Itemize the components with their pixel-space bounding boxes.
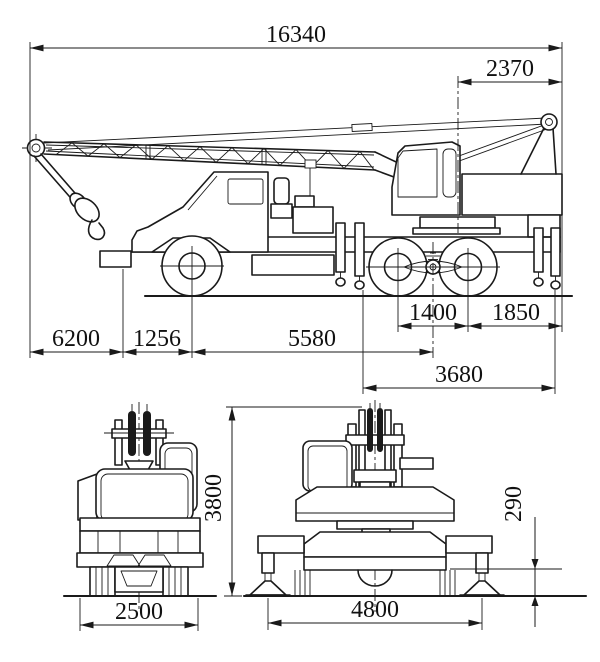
front-boom-head (104, 404, 174, 466)
dim-outrigger-base: 3680 (435, 362, 483, 388)
dim-rear-axle-to-outrigger: 1850 (492, 300, 540, 326)
front-body-band (79, 517, 201, 532)
door-window (227, 178, 264, 205)
winch-box (292, 206, 334, 234)
carrier-band (303, 556, 447, 571)
rear-ledge (399, 457, 434, 470)
outrigger-right (445, 535, 505, 596)
front-view: 2500 3800 (62, 402, 362, 631)
side-view-dimensions: 16340 2370 1400 1850 6200 1256 5580 3680 (29, 22, 563, 394)
boom-tip-sheave (26, 138, 46, 158)
carrier-hull (303, 531, 447, 558)
turntable (419, 216, 496, 229)
front-bumper-band (76, 552, 204, 568)
superstructure (391, 113, 563, 238)
dim-overall-height: 3800 (201, 474, 227, 522)
hook (87, 219, 106, 241)
dim-wheelbase: 5580 (288, 326, 336, 352)
rear-wheels (294, 569, 456, 595)
gantry (520, 113, 558, 175)
side-view: 16340 2370 1400 1850 6200 1256 5580 3680 (22, 22, 574, 394)
gantry-sheave-left (367, 408, 373, 452)
front-cab (95, 468, 194, 522)
dim-overall-width: 2500 (115, 599, 163, 625)
operator-cab-side-window (442, 148, 457, 198)
dim-ground-clearance: 290 (501, 486, 527, 522)
front-view-dimensions: 2500 3800 (79, 406, 362, 631)
gantry-sheave-right (377, 408, 383, 452)
pendant-turnbuckle (351, 123, 373, 132)
rear-outrigger (533, 227, 561, 290)
operator-cab (391, 141, 461, 216)
exhaust-stack (273, 177, 290, 205)
hook-block (33, 153, 106, 241)
boom-top-chord (43, 141, 376, 153)
head-sheave-left (128, 411, 136, 456)
rear-machinery-body (295, 486, 455, 522)
dim-overall-length: 16340 (266, 22, 326, 48)
rear-view: 4800 290 (242, 400, 588, 630)
counterweight-housing (461, 173, 563, 216)
dim-tandem-axle-spacing: 1400 (409, 300, 457, 326)
dim-outrigger-spread: 4800 (351, 597, 399, 623)
axle-arch (357, 569, 393, 587)
rear-turntable (336, 520, 414, 530)
fuel-tank (251, 254, 335, 276)
dim-tail-radius: 2370 (486, 56, 534, 82)
front-wheels (89, 566, 189, 597)
operator-cab-windshield (397, 148, 438, 198)
gantry-sheave (540, 113, 558, 131)
rear-view-dimensions: 4800 290 (267, 486, 562, 630)
boom-lattice (55, 142, 375, 171)
front-outrigger (335, 222, 365, 290)
front-bumper (99, 250, 132, 268)
windshield-line (187, 175, 218, 211)
driver-cab (131, 171, 269, 253)
dim-hook-reach: 6200 (52, 326, 100, 352)
head-sheave-right (143, 411, 151, 456)
dim-front-overhang: 1256 (133, 326, 181, 352)
left-side-panel (77, 473, 98, 521)
rear-cab (302, 440, 353, 492)
boom-bottom-chord (43, 153, 376, 171)
